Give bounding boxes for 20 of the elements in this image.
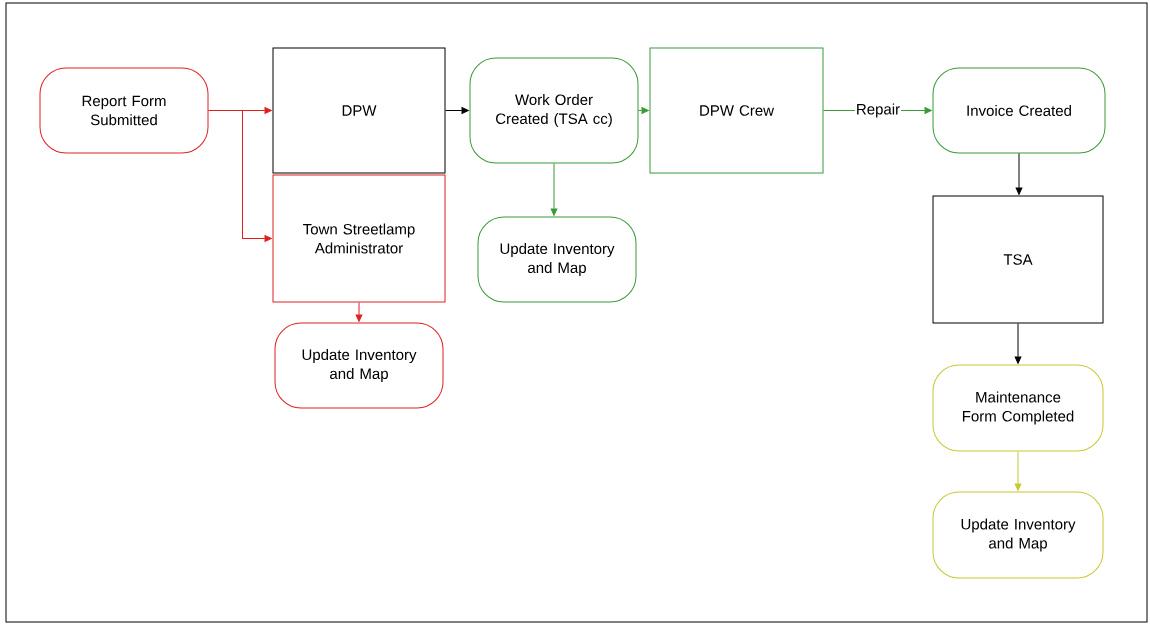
arrow: [1014, 451, 1022, 491]
arrow: [638, 107, 649, 114]
terminal-box: Work Order Created (TSA cc): [469, 57, 639, 164]
process-box: Town Streetlamp Administrator: [272, 174, 446, 303]
terminal-box: Invoice Created: [932, 67, 1106, 154]
process-box: DPW: [272, 47, 446, 174]
arrow: [1015, 153, 1023, 195]
arrow: [445, 107, 469, 114]
edge-label: Repair: [854, 102, 902, 119]
terminal-box: Update Inventory and Map: [477, 216, 637, 303]
terminal-box: Update Inventory and Map: [274, 322, 444, 409]
terminal-box: Maintenance Form Completed: [932, 364, 1104, 452]
arrow: [550, 163, 558, 216]
terminal-box: Report Form Submitted: [39, 67, 209, 154]
arrow: [1014, 323, 1022, 364]
process-box: TSA: [932, 195, 1104, 324]
terminal-box: Update Inventory and Map: [932, 491, 1104, 579]
arrow: [355, 302, 363, 322]
arrow: [208, 110, 272, 242]
process-box: DPW Crew: [649, 47, 824, 174]
